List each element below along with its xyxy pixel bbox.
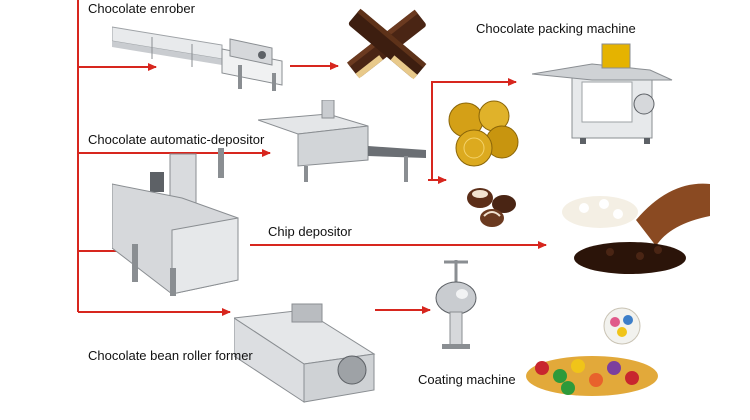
- gold-coins-image: [448, 100, 519, 167]
- label-coating-machine: Coating machine: [418, 372, 516, 387]
- arrow-to-packing: [428, 78, 517, 181]
- coated-candies-image: [526, 307, 658, 396]
- label-chocolate-enrober: Chocolate enrober: [88, 1, 195, 16]
- bonbons-image: [467, 188, 516, 227]
- coating-machine-image: [435, 260, 477, 349]
- label-chocolate-packing-machine: Chocolate packing machine: [476, 21, 636, 36]
- enrober-machine-image: [112, 26, 283, 91]
- chocolate-bars-image: [346, 8, 427, 80]
- packing-machine-image: [532, 43, 673, 144]
- label-chocolate-bean-roller-former: Chocolate bean roller former: [88, 348, 253, 363]
- chip-depositor-image: [112, 148, 239, 296]
- chocolate-chips-image: [562, 183, 710, 274]
- label-chocolate-automatic-depositor: Chocolate automatic-depositor: [88, 132, 265, 147]
- roller-former-image: [234, 303, 376, 403]
- label-chip-depositor: Chip depositor: [268, 224, 352, 239]
- automatic-depositor-image: [258, 100, 426, 182]
